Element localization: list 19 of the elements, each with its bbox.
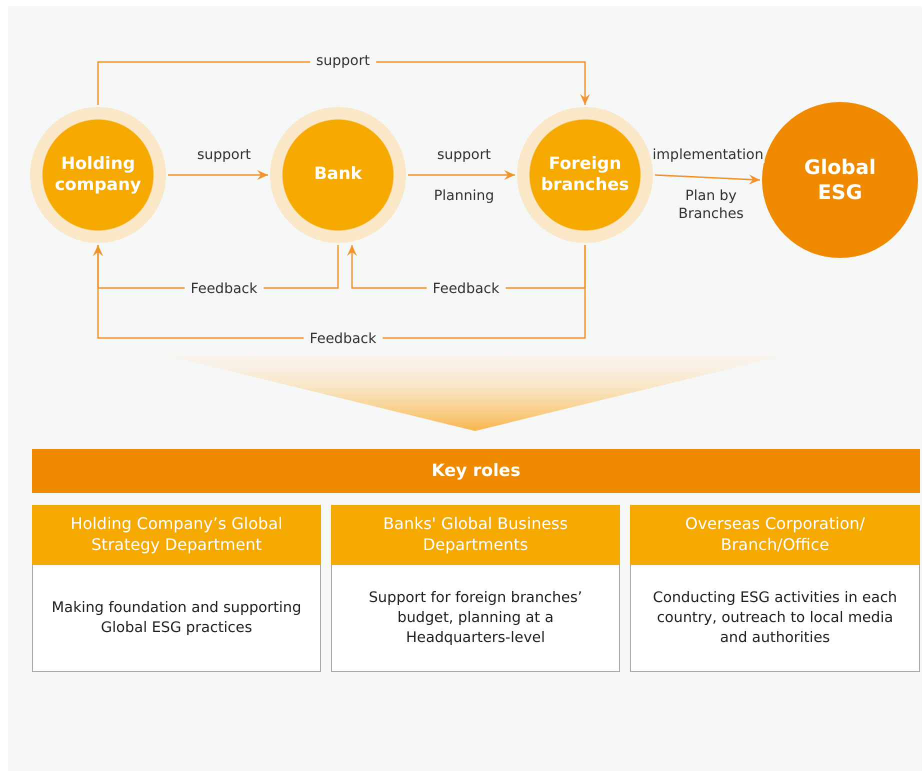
edge-label: implementation bbox=[652, 147, 764, 163]
arrow bbox=[408, 170, 515, 180]
card-heading: Overseas Corporation/ Branch/Office bbox=[630, 505, 920, 565]
node-label: Bank bbox=[313, 164, 363, 186]
funnel-shape bbox=[160, 354, 790, 431]
arrow bbox=[654, 174, 760, 184]
card-text: Support for foreign branches’ budget, planning at a Headquarters-level bbox=[331, 565, 620, 672]
card-text: Conducting ESG activities in each country, outreach to local media and authorities bbox=[630, 565, 920, 672]
edge-note: Plan by Branches bbox=[677, 187, 745, 223]
card-heading: Banks' Global Business Departments bbox=[331, 505, 620, 565]
node-label: Global ESG bbox=[803, 155, 877, 205]
card-heading: Holding Company’s Global Strategy Department bbox=[32, 505, 321, 565]
arrow bbox=[168, 170, 268, 180]
card-text: Making foundation and supporting Global ESG practices bbox=[32, 565, 321, 672]
header-bar: Key roles bbox=[32, 449, 920, 493]
edge-label: support bbox=[310, 53, 376, 69]
edge-note: Planning bbox=[434, 187, 494, 205]
node-label: Holding company bbox=[54, 154, 142, 196]
node-label: Foreign branches bbox=[540, 154, 630, 196]
